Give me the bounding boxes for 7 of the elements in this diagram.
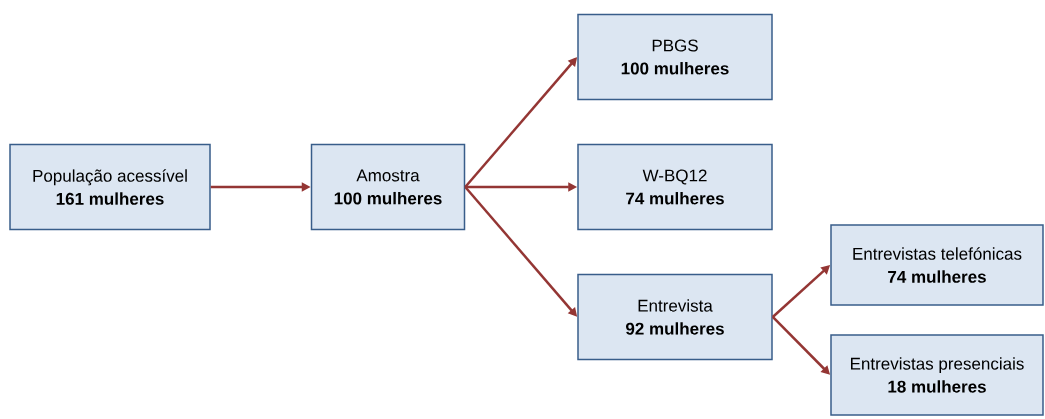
process-box: Entrevistas telefónicas 74 mulheres [830,224,1044,306]
process-box: Entrevista 92 mulheres [577,273,773,361]
process-box: W-BQ12 74 mulheres [577,143,773,231]
process-box: Entrevistas presenciais 18 mulheres [830,334,1044,416]
process-box: PBGS 100 mulheres [577,13,773,101]
process-box: Amostra 100 mulheres [310,143,466,231]
process-box: População acessível 161 mulheres [9,143,211,231]
